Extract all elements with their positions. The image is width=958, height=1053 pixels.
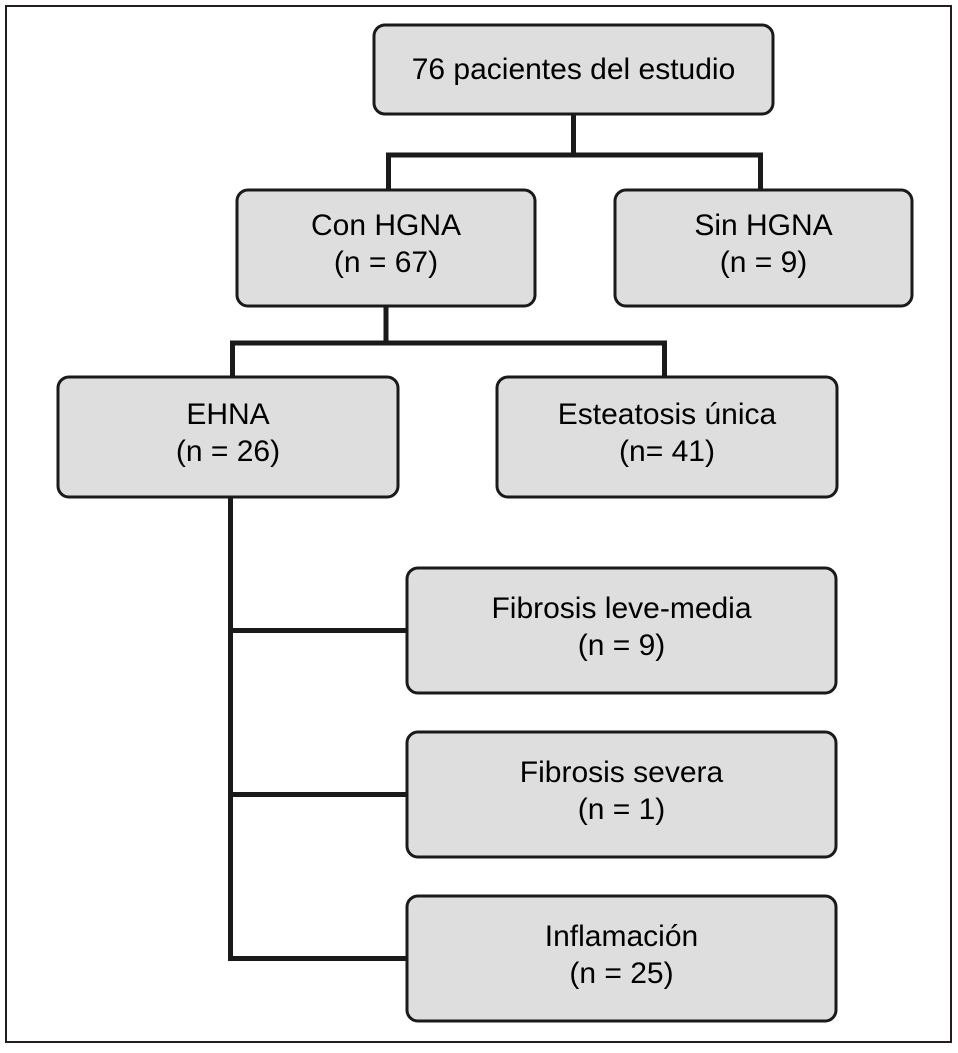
node-esteatosis-unica-line2: (n= 41): [619, 435, 715, 468]
node-sin-hgna[interactable]: Sin HGNA (n = 9): [613, 188, 914, 308]
node-ehna-line2: (n = 26): [176, 435, 280, 468]
node-root-box[interactable]: [372, 23, 775, 116]
node-fibrosis-leve-media-line1: Fibrosis leve-media: [491, 592, 751, 625]
node-fibrosis-leve-media[interactable]: Fibrosis leve-media (n = 9): [405, 566, 838, 695]
node-inflamacion-box[interactable]: [405, 894, 838, 1023]
node-fibrosis-leve-media-box[interactable]: [405, 566, 838, 695]
node-root-line1: 76 pacientes del estudio: [412, 53, 736, 86]
node-fibrosis-severa[interactable]: Fibrosis severa (n = 1): [405, 730, 838, 859]
node-fibrosis-leve-media-line2: (n = 9): [578, 629, 666, 662]
connector-root-to-row2: [386, 114, 763, 190]
node-sin-hgna-box[interactable]: [613, 188, 914, 308]
node-fibrosis-severa-line2: (n = 1): [578, 793, 666, 826]
node-fibrosis-severa-line1: Fibrosis severa: [520, 756, 724, 789]
node-sin-hgna-line1: Sin HGNA: [694, 209, 832, 242]
node-con-hgna-box[interactable]: [235, 188, 537, 308]
node-esteatosis-unica-box[interactable]: [495, 375, 839, 499]
connector-conhgna-to-row3: [230, 306, 667, 377]
node-ehna-box[interactable]: [56, 375, 400, 499]
node-inflamacion[interactable]: Inflamación (n = 25): [405, 894, 838, 1023]
node-con-hgna[interactable]: Con HGNA (n = 67): [235, 188, 537, 308]
node-ehna-line1: EHNA: [186, 398, 269, 431]
node-fibrosis-severa-box[interactable]: [405, 730, 838, 859]
node-con-hgna-line1: Con HGNA: [311, 209, 461, 242]
node-sin-hgna-line2: (n = 9): [720, 246, 808, 279]
node-con-hgna-line2: (n = 67): [334, 246, 438, 279]
connector-group: [228, 114, 763, 961]
node-root[interactable]: 76 pacientes del estudio: [372, 23, 775, 116]
node-esteatosis-unica[interactable]: Esteatosis única (n= 41): [495, 375, 839, 499]
node-inflamacion-line1: Inflamación: [545, 920, 698, 953]
figure-border-frame: [5, 5, 952, 1043]
node-inflamacion-line2: (n = 25): [569, 957, 673, 990]
node-esteatosis-unica-line1: Esteatosis única: [558, 398, 777, 431]
node-ehna[interactable]: EHNA (n = 26): [56, 375, 400, 499]
